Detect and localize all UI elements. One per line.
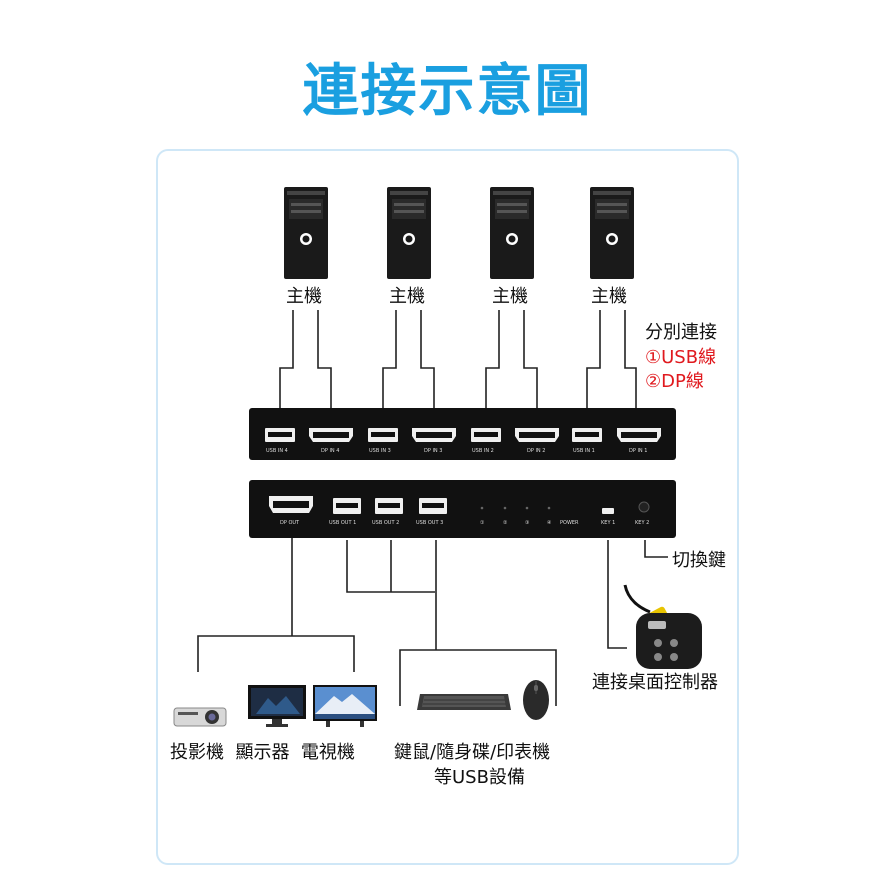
port-label: ② — [503, 520, 508, 526]
pc-tower-icon — [284, 187, 328, 279]
kvm-input-ports — [265, 428, 661, 442]
host-pc-2 — [386, 187, 432, 279]
kvm-input-panel: USB IN 4 DP IN 4 USB IN 3 DP IN 3 USB IN… — [249, 408, 676, 460]
pc-tower-icon — [590, 187, 634, 279]
desktop-controller-label: 連接桌面控制器 — [592, 672, 718, 693]
port-label: POWER — [560, 520, 579, 526]
port-label: ① — [480, 520, 485, 526]
monitor-icon — [248, 685, 306, 727]
port-label: USB IN 4 — [266, 448, 288, 454]
port-label: KEY 2 — [635, 520, 650, 526]
keyboard-icon — [417, 694, 511, 710]
connect-note-title: 分別連接 — [645, 322, 717, 343]
switch-key-label: 切換鍵 — [672, 550, 726, 571]
port-label: USB IN 3 — [369, 448, 391, 454]
connect-note-dp: ②DP線 — [645, 371, 704, 392]
tv-icon — [313, 685, 377, 727]
kvm-output-panel: DP OUT USB OUT 1 USB OUT 2 USB OUT 3 ① ②… — [249, 480, 676, 538]
diagram-frame — [156, 149, 739, 865]
host-label-4: 主機 — [591, 286, 627, 307]
host-pc-3 — [489, 187, 535, 279]
port-label: USB OUT 3 — [416, 520, 444, 526]
host-pc-4 — [589, 187, 635, 279]
host-label-1: 主機 — [286, 286, 322, 307]
port-label: USB OUT 1 — [329, 520, 357, 526]
kvm-output-ports — [269, 496, 650, 514]
connect-note-usb: ①USB線 — [645, 347, 717, 368]
port-label: DP IN 2 — [527, 448, 546, 454]
pc-tower-icon — [387, 187, 431, 279]
port-label: DP IN 3 — [424, 448, 443, 454]
pc-tower-icon — [490, 187, 534, 279]
port-label: KEY 1 — [601, 520, 616, 526]
mouse-icon — [523, 680, 549, 720]
port-label: DP OUT — [280, 520, 300, 526]
port-label: DP IN 4 — [321, 448, 340, 454]
port-label: USB IN 1 — [573, 448, 595, 454]
host-label-2: 主機 — [389, 286, 425, 307]
desktop-controller-icon — [636, 606, 702, 669]
port-label: ④ — [547, 520, 552, 526]
host-pc-1 — [283, 187, 329, 279]
projector-icon — [173, 707, 227, 727]
display-devices-label: 投影機 顯示器 電視機 — [170, 742, 355, 763]
port-label: DP IN 1 — [629, 448, 648, 454]
port-label: USB IN 2 — [472, 448, 494, 454]
page-title: 連接示意圖 — [302, 59, 593, 124]
port-label: ③ — [525, 520, 530, 526]
usb-devices-label-2: 等USB設備 — [434, 767, 525, 788]
host-label-3: 主機 — [492, 286, 528, 307]
usb-devices-label-1: 鍵鼠/隨身碟/印表機 — [394, 742, 551, 763]
port-label: USB OUT 2 — [372, 520, 400, 526]
